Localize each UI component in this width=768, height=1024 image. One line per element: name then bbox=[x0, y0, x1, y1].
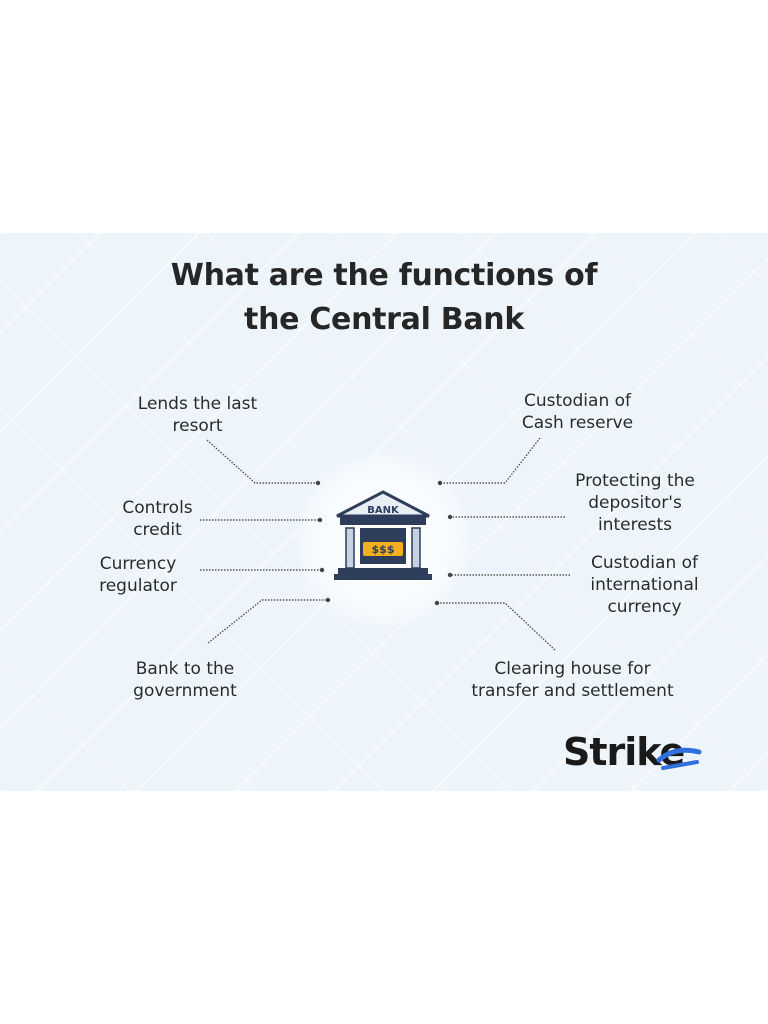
bank-building-icon: BANK $$$ bbox=[334, 490, 432, 580]
title-line-2: the Central Bank bbox=[244, 302, 524, 337]
connector-government bbox=[207, 599, 328, 644]
connector-lender bbox=[206, 439, 318, 484]
currency-glyphs: $$$ bbox=[372, 543, 395, 556]
bank-sign: BANK bbox=[367, 505, 400, 516]
connector-cash-reserve bbox=[440, 437, 541, 484]
connector-clearing bbox=[437, 602, 556, 651]
title-line-1: What are the functions of bbox=[170, 258, 598, 293]
strike-swoosh-icon bbox=[656, 747, 702, 770]
